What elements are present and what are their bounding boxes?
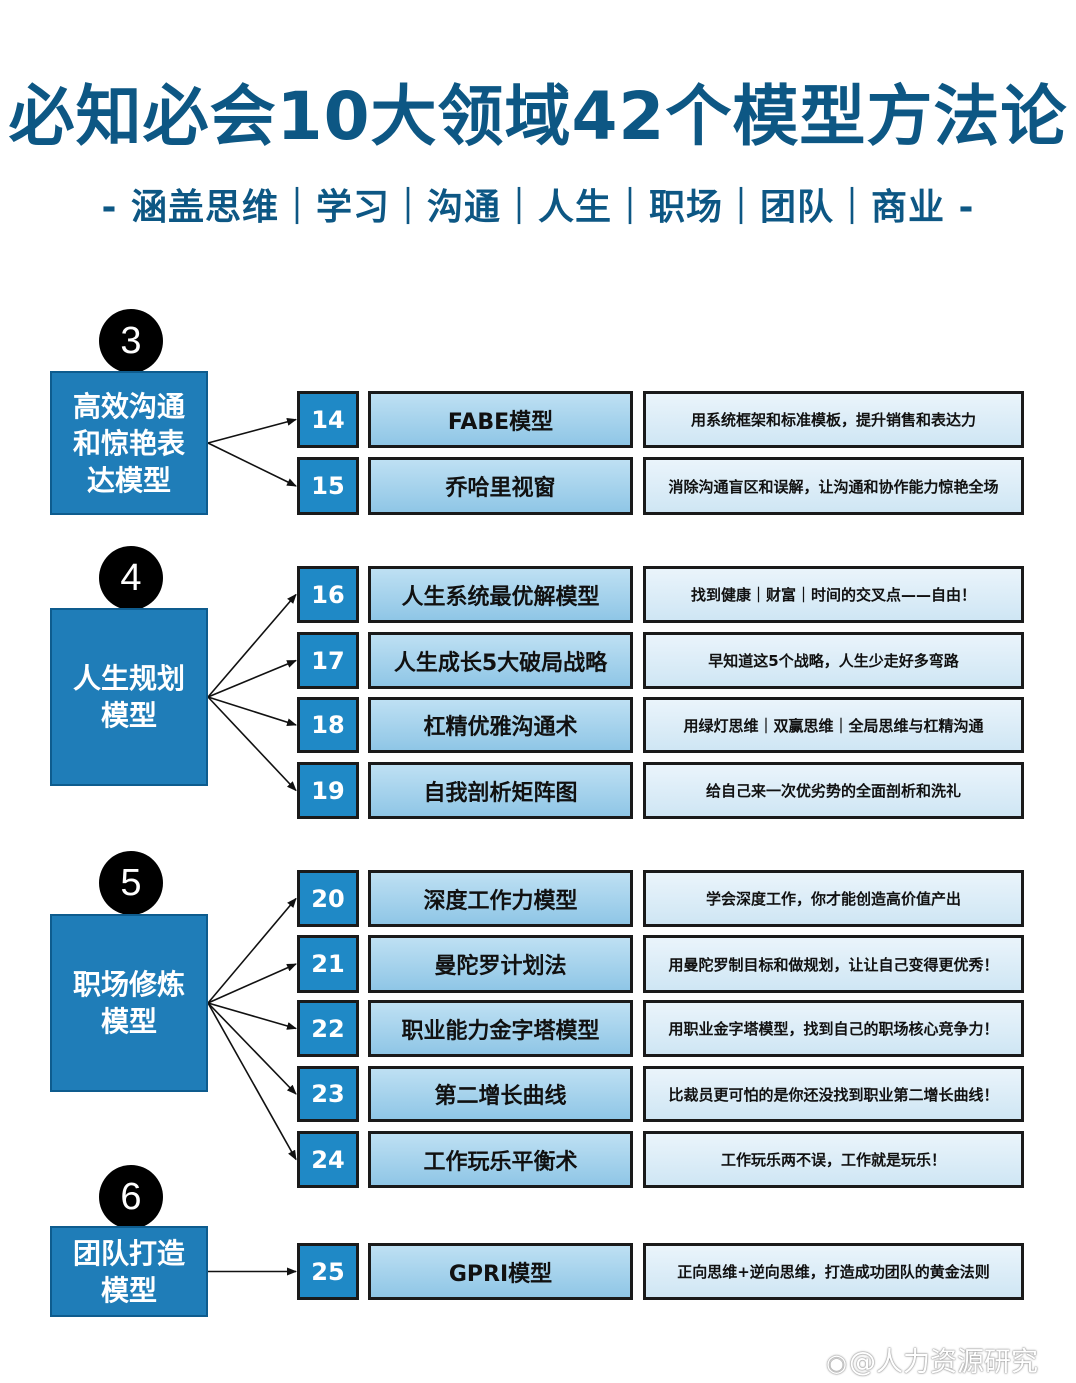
model-name-cell: FABE模型 (368, 391, 633, 448)
section-number-badge: 5 (99, 851, 163, 915)
model-number-cell: 19 (297, 762, 359, 819)
connector-arrow (207, 442, 297, 487)
model-description-cell: 比裁员更可怕的是你还没找到职业第二增长曲线！ (643, 1066, 1024, 1122)
model-name-cell: 曼陀罗计划法 (368, 935, 633, 993)
watermark-text: @人力资源研究 (848, 1347, 1038, 1378)
model-description-cell: 学会深度工作，你才能创造高价值产出 (643, 870, 1024, 927)
model-description-cell: 用职业金字塔模型，找到自己的职场核心竞争力！ (643, 1000, 1024, 1057)
model-number-cell: 21 (297, 935, 359, 993)
model-number-cell: 15 (297, 457, 359, 515)
connector-arrow (207, 1002, 297, 1161)
model-name-cell: 深度工作力模型 (368, 870, 633, 927)
watermark: ◉@人力资源研究 (826, 1340, 1038, 1379)
connector-arrow (207, 696, 297, 727)
model-number-cell: 17 (297, 632, 359, 689)
model-description-cell: 用曼陀罗制目标和做规划，让让自己变得更优秀！ (643, 935, 1024, 993)
page-title: 必知必会10大领域42个模型方法论 (8, 78, 1068, 155)
section-number-badge: 3 (99, 309, 163, 373)
model-number-cell: 25 (297, 1243, 359, 1300)
section-label-box: 团队打造模型 (50, 1226, 208, 1317)
model-number-cell: 24 (297, 1131, 359, 1188)
section-label-box: 高效沟通和惊艳表达模型 (50, 371, 208, 515)
section-label-box: 职场修炼模型 (50, 914, 208, 1092)
model-name-cell: 杠精优雅沟通术 (368, 697, 633, 753)
model-description-cell: 正向思维+逆向思维，打造成功团队的黄金法则 (643, 1243, 1024, 1300)
connector-arrow (207, 659, 297, 698)
model-name-cell: 职业能力金字塔模型 (368, 1000, 633, 1057)
model-description-cell: 消除沟通盲区和误解，让沟通和协作能力惊艳全场 (643, 457, 1024, 515)
page-subtitle: - 涵盖思维｜学习｜沟通｜人生｜职场｜团队｜商业 - (101, 187, 975, 228)
section-number-badge: 4 (99, 546, 163, 610)
model-number-cell: 16 (297, 566, 359, 623)
model-description-cell: 用绿灯思维｜双赢思维｜全局思维与杠精沟通 (643, 697, 1024, 753)
model-description-cell: 找到健康｜财富｜时间的交叉点——自由！ (643, 566, 1024, 623)
model-name-cell: 乔哈里视窗 (368, 457, 633, 515)
model-description-cell: 工作玩乐两不误，工作就是玩乐！ (643, 1131, 1024, 1188)
section-number-badge: 6 (99, 1165, 163, 1229)
model-name-cell: 人生成长5大破局战略 (368, 632, 633, 689)
model-name-cell: 自我剖析矩阵图 (368, 762, 633, 819)
model-number-cell: 22 (297, 1000, 359, 1057)
model-number-cell: 14 (297, 391, 359, 448)
model-name-cell: 工作玩乐平衡术 (368, 1131, 633, 1188)
connector-arrow (207, 1002, 297, 1095)
section-label-box: 人生规划模型 (50, 608, 208, 786)
weibo-icon: ◉ (826, 1349, 847, 1377)
connector-arrow (207, 963, 297, 1004)
model-number-cell: 18 (297, 697, 359, 753)
model-name-cell: 人生系统最优解模型 (368, 566, 633, 623)
connector-arrow (207, 696, 297, 792)
model-name-cell: GPRI模型 (368, 1243, 633, 1300)
connector-arrow (207, 417, 297, 444)
model-description-cell: 给自己来一次优劣势的全面剖析和洗礼 (643, 762, 1024, 819)
model-name-cell: 第二增长曲线 (368, 1066, 633, 1122)
model-description-cell: 用系统框架和标准模板，提升销售和表达力 (643, 391, 1024, 448)
connector-arrow (207, 1002, 297, 1030)
model-number-cell: 23 (297, 1066, 359, 1122)
connector-arrow (207, 897, 297, 1004)
model-number-cell: 20 (297, 870, 359, 927)
connector-arrow (207, 593, 297, 698)
model-description-cell: 早知道这5个战略，人生少走好多弯路 (643, 632, 1024, 689)
